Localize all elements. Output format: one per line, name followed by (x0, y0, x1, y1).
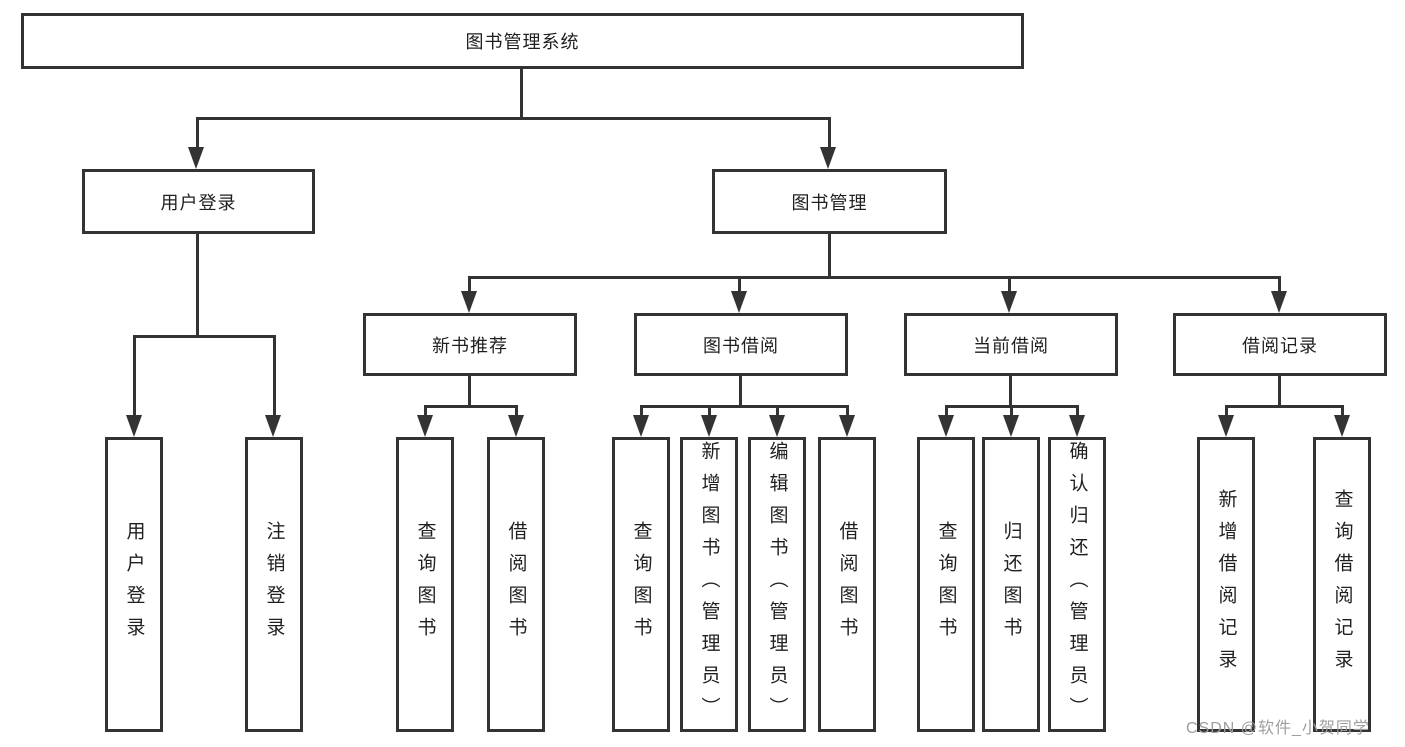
arrowhead-icon (508, 415, 524, 437)
leaf-edit-book-admin: 编辑图书（管理员） (748, 437, 806, 732)
connector-line (424, 405, 518, 408)
node-label: 借阅图书 (505, 520, 527, 649)
node-label: 借阅记录 (1242, 335, 1318, 356)
connector-line (468, 376, 471, 407)
leaf-logout: 注销登录 (245, 437, 303, 732)
connector-line (1341, 405, 1344, 418)
node-label: 查询图书 (630, 520, 652, 649)
connector-line (776, 405, 779, 418)
connector-line (133, 335, 276, 338)
arrowhead-icon (701, 415, 717, 437)
leaf-add-book-admin: 新增图书（管理员） (680, 437, 738, 732)
leaf-return-book: 归还图书 (982, 437, 1040, 732)
node-user-login: 用户登录 (82, 169, 315, 234)
leaf-user-login: 用户登录 (105, 437, 163, 732)
connector-line (708, 405, 711, 418)
node-label: 新书推荐 (432, 335, 508, 356)
arrowhead-icon (265, 415, 281, 437)
connector-line (133, 335, 136, 417)
node-label: 图书借阅 (703, 335, 779, 356)
arrowhead-icon (1271, 291, 1287, 313)
watermark: CSDN @软件_小贺同学 (1186, 720, 1370, 737)
node-label: 图书管理系统 (465, 32, 580, 52)
arrowhead-icon (417, 415, 433, 437)
arrowhead-icon (1218, 415, 1234, 437)
connector-line (828, 234, 831, 278)
connector-line (640, 405, 849, 408)
arrowhead-icon (461, 291, 477, 313)
leaf-confirm-return-admin: 确认归还（管理员） (1048, 437, 1106, 732)
node-label: 图书管理 (791, 192, 868, 213)
connector-line (945, 405, 948, 418)
connector-line (1225, 405, 1344, 408)
leaf-borrow-book: 借阅图书 (818, 437, 876, 732)
node-label: 归还图书 (1000, 520, 1022, 649)
leaf-query-borrow-record: 查询借阅记录 (1313, 437, 1371, 732)
node-label: 注销登录 (263, 520, 285, 649)
connector-line (1225, 405, 1228, 418)
node-label: 新增图书（管理员） (698, 440, 720, 729)
connector-line (1076, 405, 1079, 418)
connector-line (520, 69, 523, 117)
connector-line (196, 234, 199, 335)
node-label: 查询图书 (414, 520, 436, 649)
arrowhead-icon (188, 147, 204, 169)
connector-line (828, 117, 831, 149)
node-label: 用户登录 (160, 192, 237, 213)
connector-line (1278, 276, 1281, 294)
node-label: 新增借阅记录 (1215, 488, 1237, 681)
arrowhead-icon (731, 291, 747, 313)
arrowhead-icon (769, 415, 785, 437)
node-book-management: 图书管理 (712, 169, 947, 234)
arrowhead-icon (1003, 415, 1019, 437)
connector-line (640, 405, 643, 418)
arrowhead-icon (820, 147, 836, 169)
node-book-borrowing: 图书借阅 (634, 313, 848, 376)
connector-line (1010, 405, 1013, 418)
connector-line (468, 276, 1281, 279)
node-label: 编辑图书（管理员） (766, 440, 788, 729)
node-library-management-system: 图书管理系统 (21, 13, 1024, 69)
leaf-query-books-borrowing: 查询图书 (612, 437, 670, 732)
arrowhead-icon (1334, 415, 1350, 437)
arrowhead-icon (839, 415, 855, 437)
connector-line (1009, 376, 1012, 407)
connector-line (739, 376, 742, 407)
node-current-borrowing: 当前借阅 (904, 313, 1118, 376)
connector-line (1008, 276, 1011, 294)
connector-line (468, 276, 471, 294)
leaf-borrow-books-recommend: 借阅图书 (487, 437, 545, 732)
node-new-book-recommend: 新书推荐 (363, 313, 577, 376)
connector-line (196, 117, 831, 120)
node-label: 用户登录 (123, 520, 145, 649)
connector-line (424, 405, 427, 418)
node-label: 确认归还（管理员） (1066, 440, 1088, 729)
leaf-query-books-current: 查询图书 (917, 437, 975, 732)
node-label: 借阅图书 (836, 520, 858, 649)
node-borrowing-records: 借阅记录 (1173, 313, 1387, 376)
node-label: 查询借阅记录 (1331, 488, 1353, 681)
node-label: 查询图书 (935, 520, 957, 649)
connector-line (515, 405, 518, 418)
connector-line (1278, 376, 1281, 407)
arrowhead-icon (1069, 415, 1085, 437)
connector-line (738, 276, 741, 294)
leaf-query-books-recommend: 查询图书 (396, 437, 454, 732)
arrowhead-icon (126, 415, 142, 437)
arrowhead-icon (938, 415, 954, 437)
connector-line (846, 405, 849, 418)
leaf-add-borrow-record: 新增借阅记录 (1197, 437, 1255, 732)
arrowhead-icon (633, 415, 649, 437)
connector-line (196, 117, 199, 149)
arrowhead-icon (1001, 291, 1017, 313)
node-label: 当前借阅 (973, 335, 1049, 356)
connector-line (273, 335, 276, 417)
